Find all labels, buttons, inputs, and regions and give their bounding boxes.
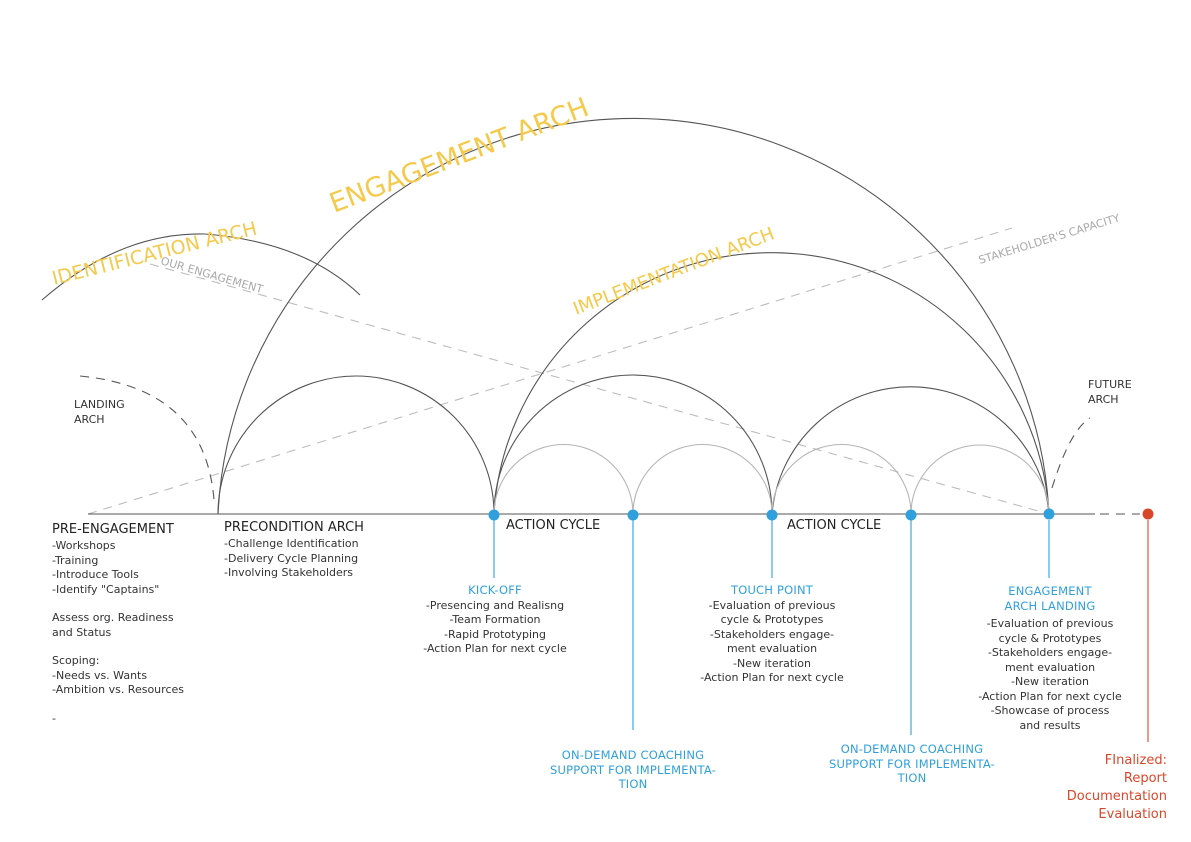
scoping-line: -Ambition vs. Resources (52, 683, 184, 696)
landing-title: ARCH LANDING (1004, 598, 1096, 613)
coaching-line: ON-DEMAND COACHING (561, 748, 705, 762)
action-cycle-label-1: ACTION CYCLE (506, 518, 601, 533)
touchpoint-item: -Stakeholders engage- (709, 627, 835, 641)
finalized-line: Report (1123, 771, 1167, 786)
landing-item: and results (1019, 718, 1081, 732)
landing-item: -Showcase of process (990, 704, 1110, 717)
iteration-arch-1 (493, 443, 634, 515)
scoping-line: -Needs vs. Wants (52, 668, 148, 682)
iteration-arch-3 (771, 443, 912, 515)
identification-arch (41, 233, 361, 301)
landing-arch-label-1: LANDING (74, 398, 125, 411)
precondition-item: -Delivery Cycle Planning (224, 551, 359, 565)
kickoff-dot (488, 509, 500, 521)
precondition-item: -Challenge Identification (224, 537, 359, 550)
coaching-dot-2 (905, 509, 917, 521)
finalized-dot (1142, 508, 1154, 520)
landing-item: -Action Plan for next cycle (978, 689, 1122, 703)
kickoff-item: -Team Formation (449, 613, 541, 626)
kickoff-item: -Rapid Prototyping (444, 627, 546, 641)
finalized-line: Evaluation (1098, 807, 1167, 822)
touchpoint-item: cycle & Prototypes (720, 613, 824, 626)
kickoff-item: -Presencing and Realisng (425, 598, 565, 612)
touchpoint-item: ment evaluation (726, 642, 818, 655)
landing-arch (79, 375, 215, 501)
future-arch-label-2: ARCH (1088, 393, 1119, 406)
our-engagement-title: OUR ENGAGEMENT (159, 254, 265, 296)
kickoff-block: KICK-OFF -Presencing and Realisng -Team … (414, 583, 576, 657)
landing-item: -Evaluation of previous (986, 617, 1114, 630)
landing-item: cycle & Prototypes (998, 631, 1102, 645)
iteration-arch-2 (632, 443, 773, 515)
landing-item: ment evaluation (1004, 660, 1096, 674)
kickoff-item: -Action Plan for next cycle (423, 642, 567, 655)
precondition-title: PRECONDITION ARCH (224, 520, 364, 535)
action-cycle-arch-1 (493, 374, 773, 515)
landing-item: -New iteration (1011, 675, 1089, 688)
coaching-line: TION (618, 777, 648, 791)
coaching-dot-1 (627, 509, 639, 521)
landing-item: -Stakeholders engage- (987, 646, 1113, 659)
precondition-block: PRECONDITION ARCH -Challenge Identificat… (224, 519, 364, 581)
iteration-arch-4 (910, 444, 1050, 515)
landing-title: ENGAGEMENT (1008, 584, 1092, 598)
assess-line: Assess org. Readiness (52, 611, 174, 624)
landing-dot (1043, 508, 1055, 520)
finalized-line: FInalized: (1104, 753, 1167, 768)
coaching-line: TION (897, 771, 927, 785)
touchpoint-item: -New iteration (733, 656, 811, 670)
touchpoint-block: TOUCH POINT -Evaluation of previous cycl… (692, 583, 852, 686)
coaching-block-1: ON-DEMAND COACHING SUPPORT FOR IMPLEMENT… (543, 748, 723, 792)
pre-engagement-item: -Identify "Captains" (52, 582, 160, 596)
coaching-block-2: ON-DEMAND COACHING SUPPORT FOR IMPLEMENT… (822, 742, 1002, 786)
touchpoint-item: -Evaluation of previous (708, 598, 836, 612)
pre-engagement-item: -Introduce Tools (52, 568, 139, 581)
touchpoint-item: -Action Plan for next cycle (700, 671, 844, 684)
our-engagement-line (149, 263, 1050, 515)
coaching-line: SUPPORT FOR IMPLEMENTA- (550, 762, 716, 777)
landing-block: ENGAGEMENT ARCH LANDING -Evaluation of p… (970, 584, 1130, 733)
precondition-item: -Involving Stakeholders (224, 566, 354, 579)
coaching-line: SUPPORT FOR IMPLEMENTA- (829, 756, 995, 771)
precondition-arch (217, 375, 495, 515)
touchpoint-title: TOUCH POINT (730, 583, 814, 597)
finalized-block: FInalized: Report Documentation Evaluati… (1050, 752, 1167, 824)
coaching-line: ON-DEMAND COACHING (840, 742, 984, 756)
engagement-arch-title: ENGAGEMENT ARCH (325, 92, 593, 219)
engagement-arch (217, 117, 1050, 515)
pre-engagement-title: PRE-ENGAGEMENT (52, 522, 174, 537)
assess-line: and Status (52, 625, 112, 639)
scoping-line: Scoping: (52, 654, 100, 667)
trailing-dash: - (52, 711, 56, 725)
future-arch (1051, 417, 1091, 489)
implementation-arch-title: IMPLEMENTATION ARCH (570, 223, 777, 319)
future-arch-label-1: FUTURE (1088, 378, 1132, 391)
kickoff-title: KICK-OFF (468, 583, 522, 597)
pre-engagement-block: PRE-ENGAGEMENT -Workshops -Training -Int… (52, 521, 184, 726)
pre-engagement-item: -Training (52, 553, 99, 567)
pre-engagement-item: -Workshops (52, 539, 116, 552)
touchpoint-dot (766, 509, 778, 521)
action-cycle-arch-2 (771, 386, 1050, 515)
action-cycle-label-2: ACTION CYCLE (787, 518, 882, 533)
stakeholders-capacity-line (87, 227, 1013, 515)
finalized-line: Documentation (1066, 789, 1167, 804)
landing-arch-label-2: ARCH (74, 413, 105, 426)
stakeholders-capacity-title: STAKEHOLDER'S CAPACITY (977, 211, 1122, 266)
implementation-arch (493, 252, 1050, 515)
